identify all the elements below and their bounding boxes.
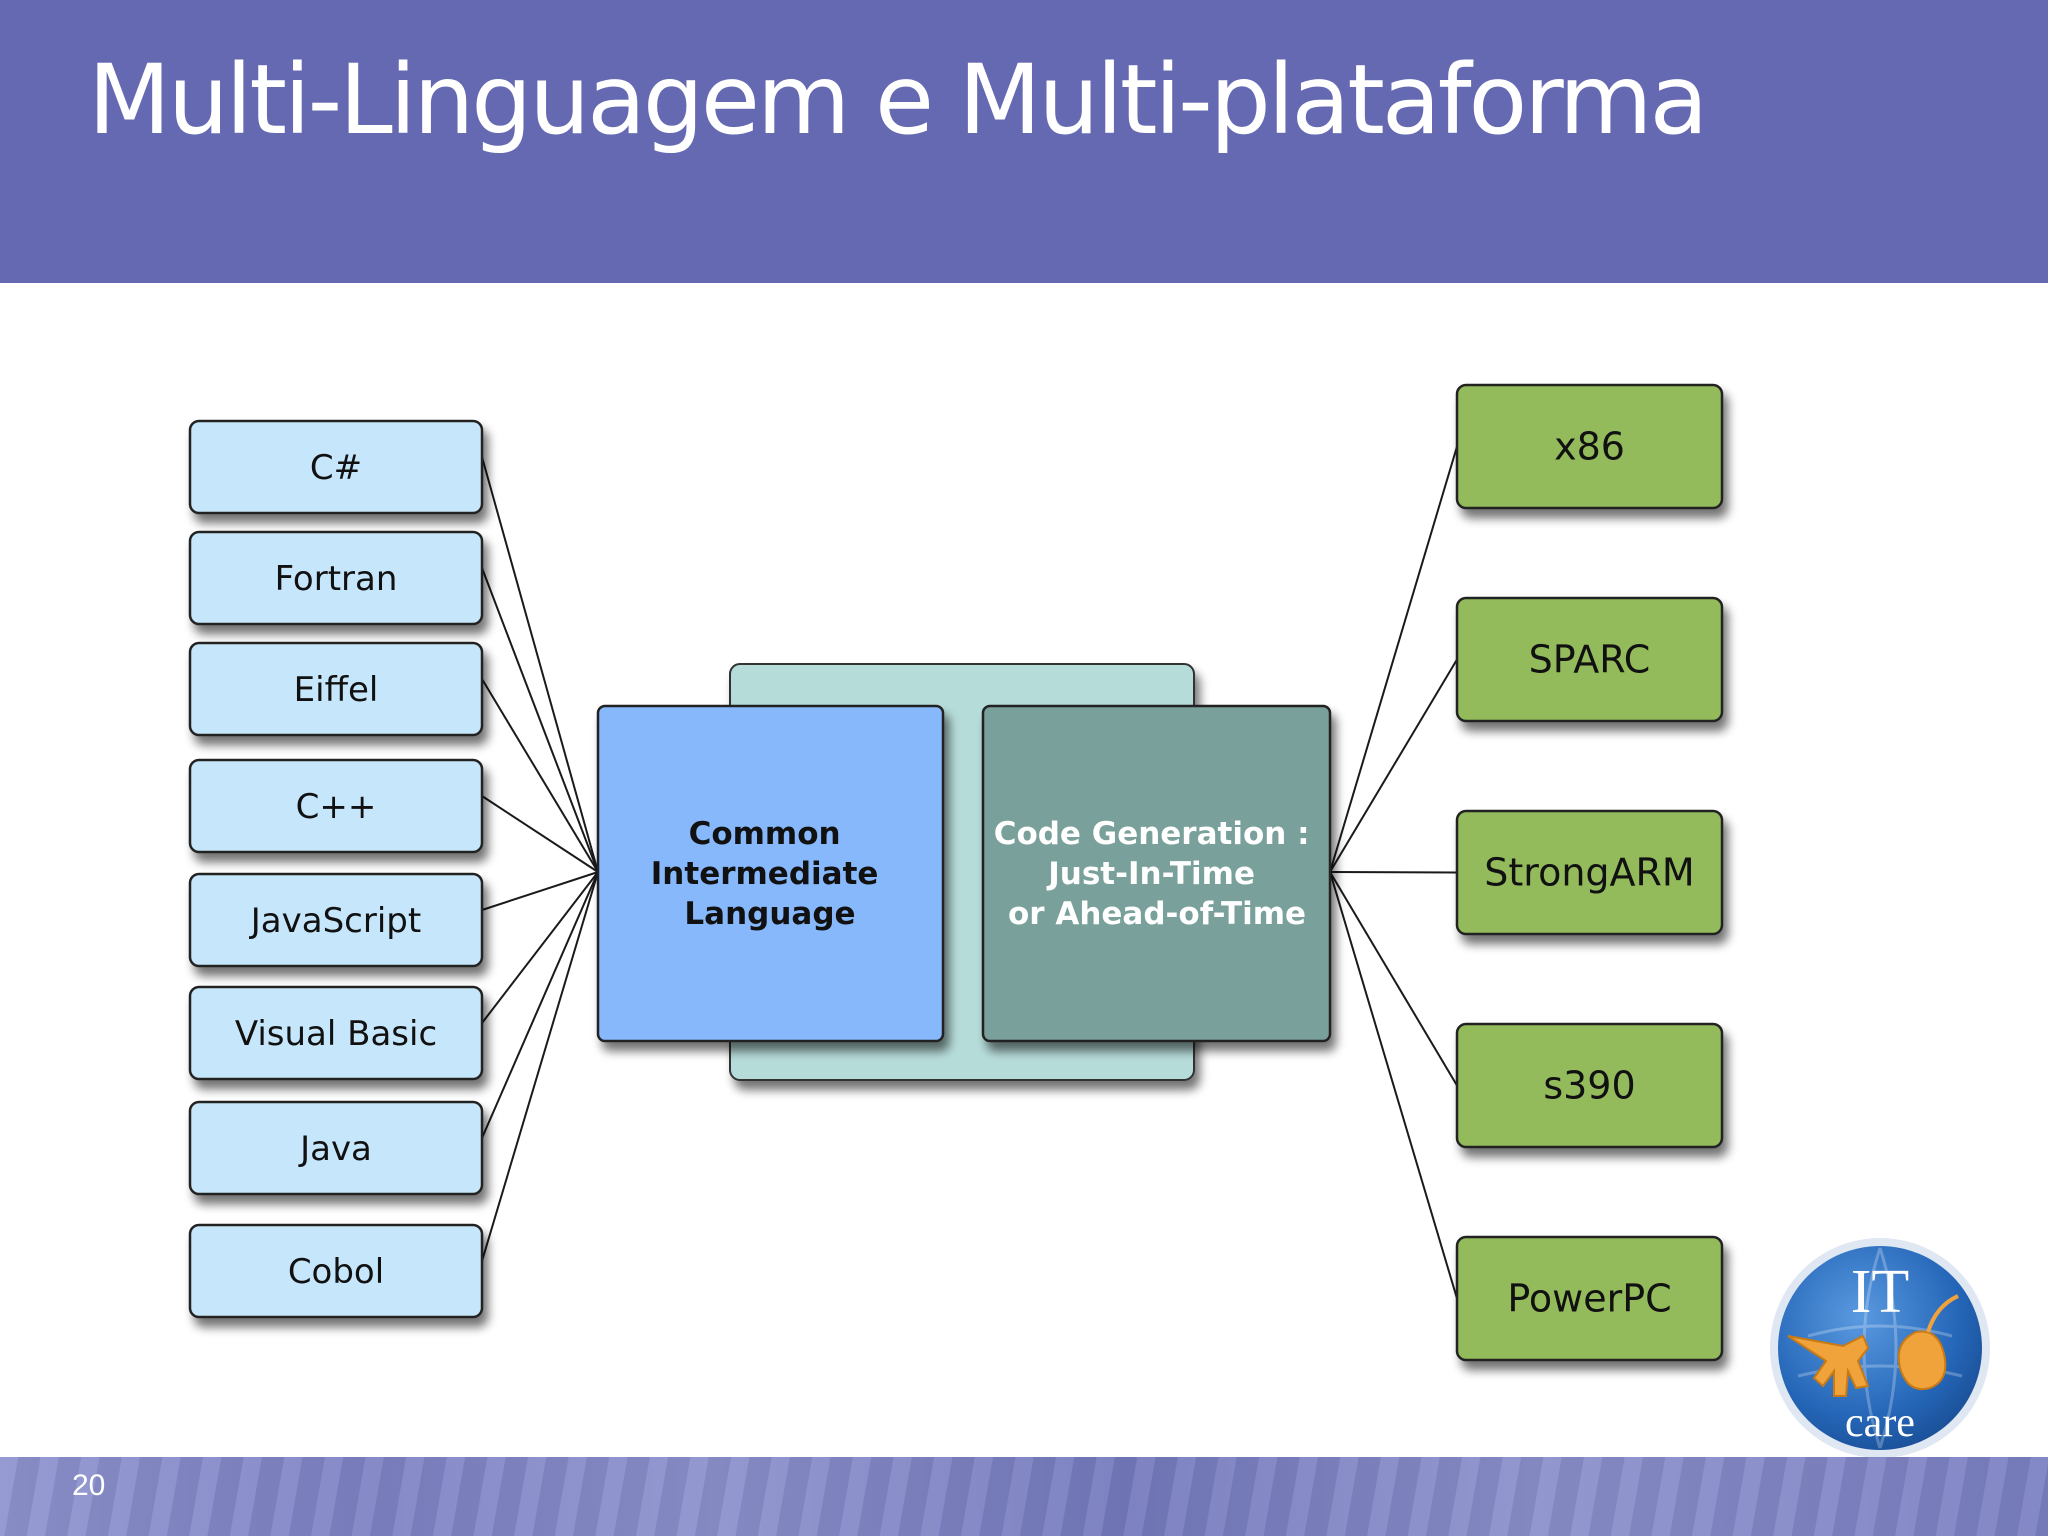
connector-platform-2 [1329,871,1458,874]
connector-platform-0 [1329,446,1458,873]
connector-language-2 [481,678,599,873]
platform-box-strongarm [1455,809,1724,936]
page-number: 20 [72,1469,106,1502]
slide-title: Multi-Linguagem e Multi-plataforma [88,44,1708,156]
logo-text-bottom: care [1845,1400,1915,1446]
codegen-label-line-2: Just-In-Time [1046,856,1255,892]
connector-language-0 [481,456,599,873]
language-label-java: Java [298,1129,372,1169]
language-label-visual-basic: Visual Basic [235,1014,437,1054]
itcare-logo: IT care [1770,1238,1990,1458]
language-box-c-plus-plus [188,758,484,854]
connector-language-7 [481,871,599,1262]
language-box-c-sharp [188,419,484,515]
language-box-visual-basic [188,985,484,1081]
language-box-cobol [188,1223,484,1319]
codegen-label-line-3: or Ahead-of-Time [1008,896,1306,932]
language-label-javascript: JavaScript [249,901,421,941]
cil-label-line-2: Intermediate [651,856,879,892]
language-label-c-plus-plus: C++ [296,787,377,827]
language-box-fortran [188,530,484,626]
platform-label-strongarm: StrongARM [1484,851,1694,895]
language-box-javascript [188,872,484,968]
language-label-c-sharp: C# [310,448,362,488]
slide-header: Multi-Linguagem e Multi-plataforma [0,0,2048,283]
cil-label-line-3: Language [684,896,855,932]
platform-box-x86 [1455,383,1724,510]
cil-label-line-1: Common [689,816,841,852]
language-box-java [188,1100,484,1196]
connector-platform-1 [1329,658,1458,873]
connector-lines [481,446,1458,1299]
platform-box-sparc [1455,596,1724,723]
connector-language-6 [481,871,599,1139]
platform-label-x86: x86 [1554,425,1625,469]
connector-language-3 [481,795,599,873]
language-label-fortran: Fortran [275,559,398,599]
svg-text:Common Intermediate: Common Intermediate Language [651,816,889,932]
language-box-eiffel [188,641,484,737]
language-label-cobol: Cobol [288,1252,384,1292]
platform-box-s390 [1455,1022,1724,1149]
connector-platform-4 [1329,871,1458,1299]
center-block: Common Intermediate Language Code Genera… [596,663,1332,1081]
cil-box [596,704,945,1043]
slide-footer [0,1457,2048,1536]
codegen-box [981,704,1332,1043]
platform-box-powerpc [1455,1235,1724,1362]
connector-language-1 [481,567,599,873]
connector-language-5 [481,871,599,1024]
platform-label-s390: s390 [1543,1064,1635,1108]
platform-label-sparc: SPARC [1529,638,1651,682]
logo-text-top: IT [1851,1258,1910,1326]
svg-text:Code Generation : Just-I: Code Generation : Just-In-Time or Ahead-… [994,816,1321,932]
hand-icon [1787,1334,1870,1397]
language-label-eiffel: Eiffel [294,670,379,710]
platform-label-powerpc: PowerPC [1507,1277,1671,1321]
connector-language-4 [481,871,599,911]
mouse-icon [1897,1330,1947,1390]
connector-platform-3 [1329,871,1458,1087]
codegen-label-line-1: Code Generation : [994,816,1310,852]
